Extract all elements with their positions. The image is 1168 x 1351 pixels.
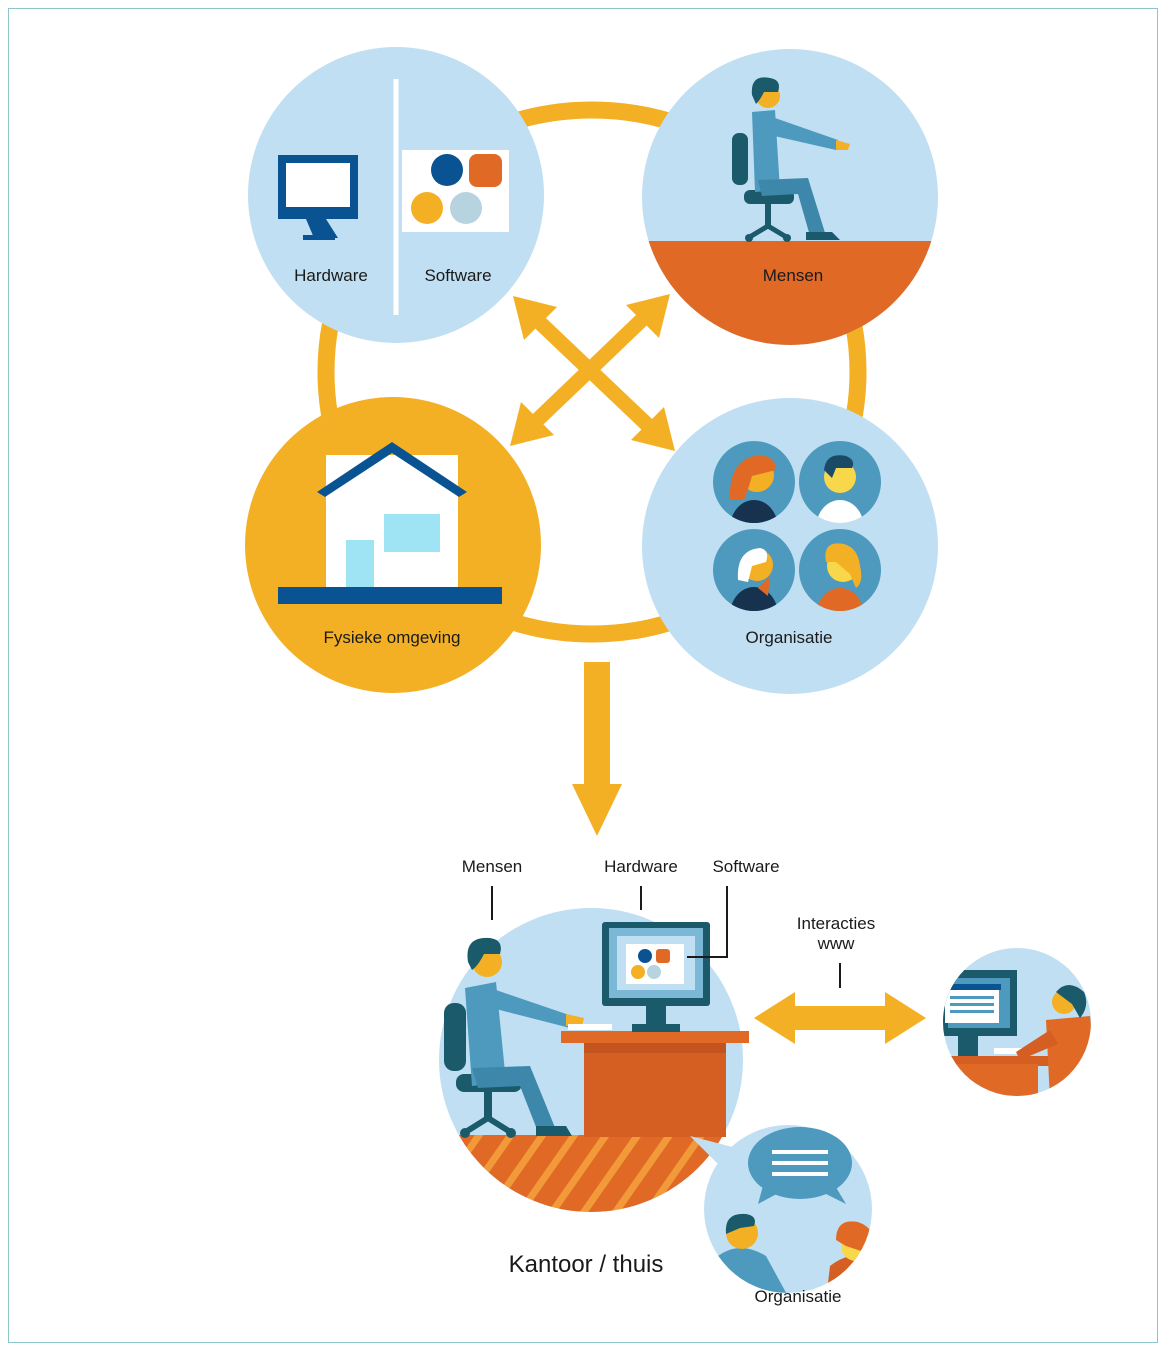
house-icon <box>278 442 502 604</box>
monitor-icon <box>602 922 710 1032</box>
connection-ring <box>317 101 867 643</box>
software-label: Software <box>424 266 492 285</box>
scene-organisation-label: Organisatie <box>754 1287 842 1306</box>
organisation-label: Organisatie <box>745 628 833 647</box>
people-circle <box>642 49 938 345</box>
double-arrow-icon <box>754 992 926 1044</box>
remote-worker-circle <box>943 948 1091 1096</box>
hardware-software-circle <box>248 47 544 343</box>
software-shapes-icon <box>402 150 509 232</box>
scene-people-label: Mensen <box>461 857 523 876</box>
hardware-label: Hardware <box>294 266 368 285</box>
place-label: Kantoor / thuis <box>508 1251 664 1278</box>
person-avatar-icon <box>713 529 795 611</box>
scene-hardware-label: Hardware <box>604 857 678 876</box>
physical-environment-circle <box>245 397 541 693</box>
organisation-discussion-circle <box>690 1125 872 1293</box>
person-avatar-icon <box>799 529 881 611</box>
desk-icon <box>561 1031 749 1137</box>
cross-arrows <box>510 294 675 451</box>
organisation-circle <box>642 398 938 694</box>
people-label: Mensen <box>762 266 824 285</box>
seated-person-icon <box>465 937 612 1136</box>
person-avatar-icon <box>799 441 881 523</box>
interactions-label: Interacties www <box>796 914 876 953</box>
speech-bubble-icon <box>748 1127 852 1204</box>
down-arrow <box>572 662 622 836</box>
label-leaders <box>491 886 841 988</box>
seated-person-icon <box>732 77 850 242</box>
monitor-icon <box>278 155 358 240</box>
person-avatar-icon <box>713 441 795 523</box>
environment-label: Fysieke omgeving <box>323 628 461 647</box>
scene-software-label: Software <box>712 857 780 876</box>
